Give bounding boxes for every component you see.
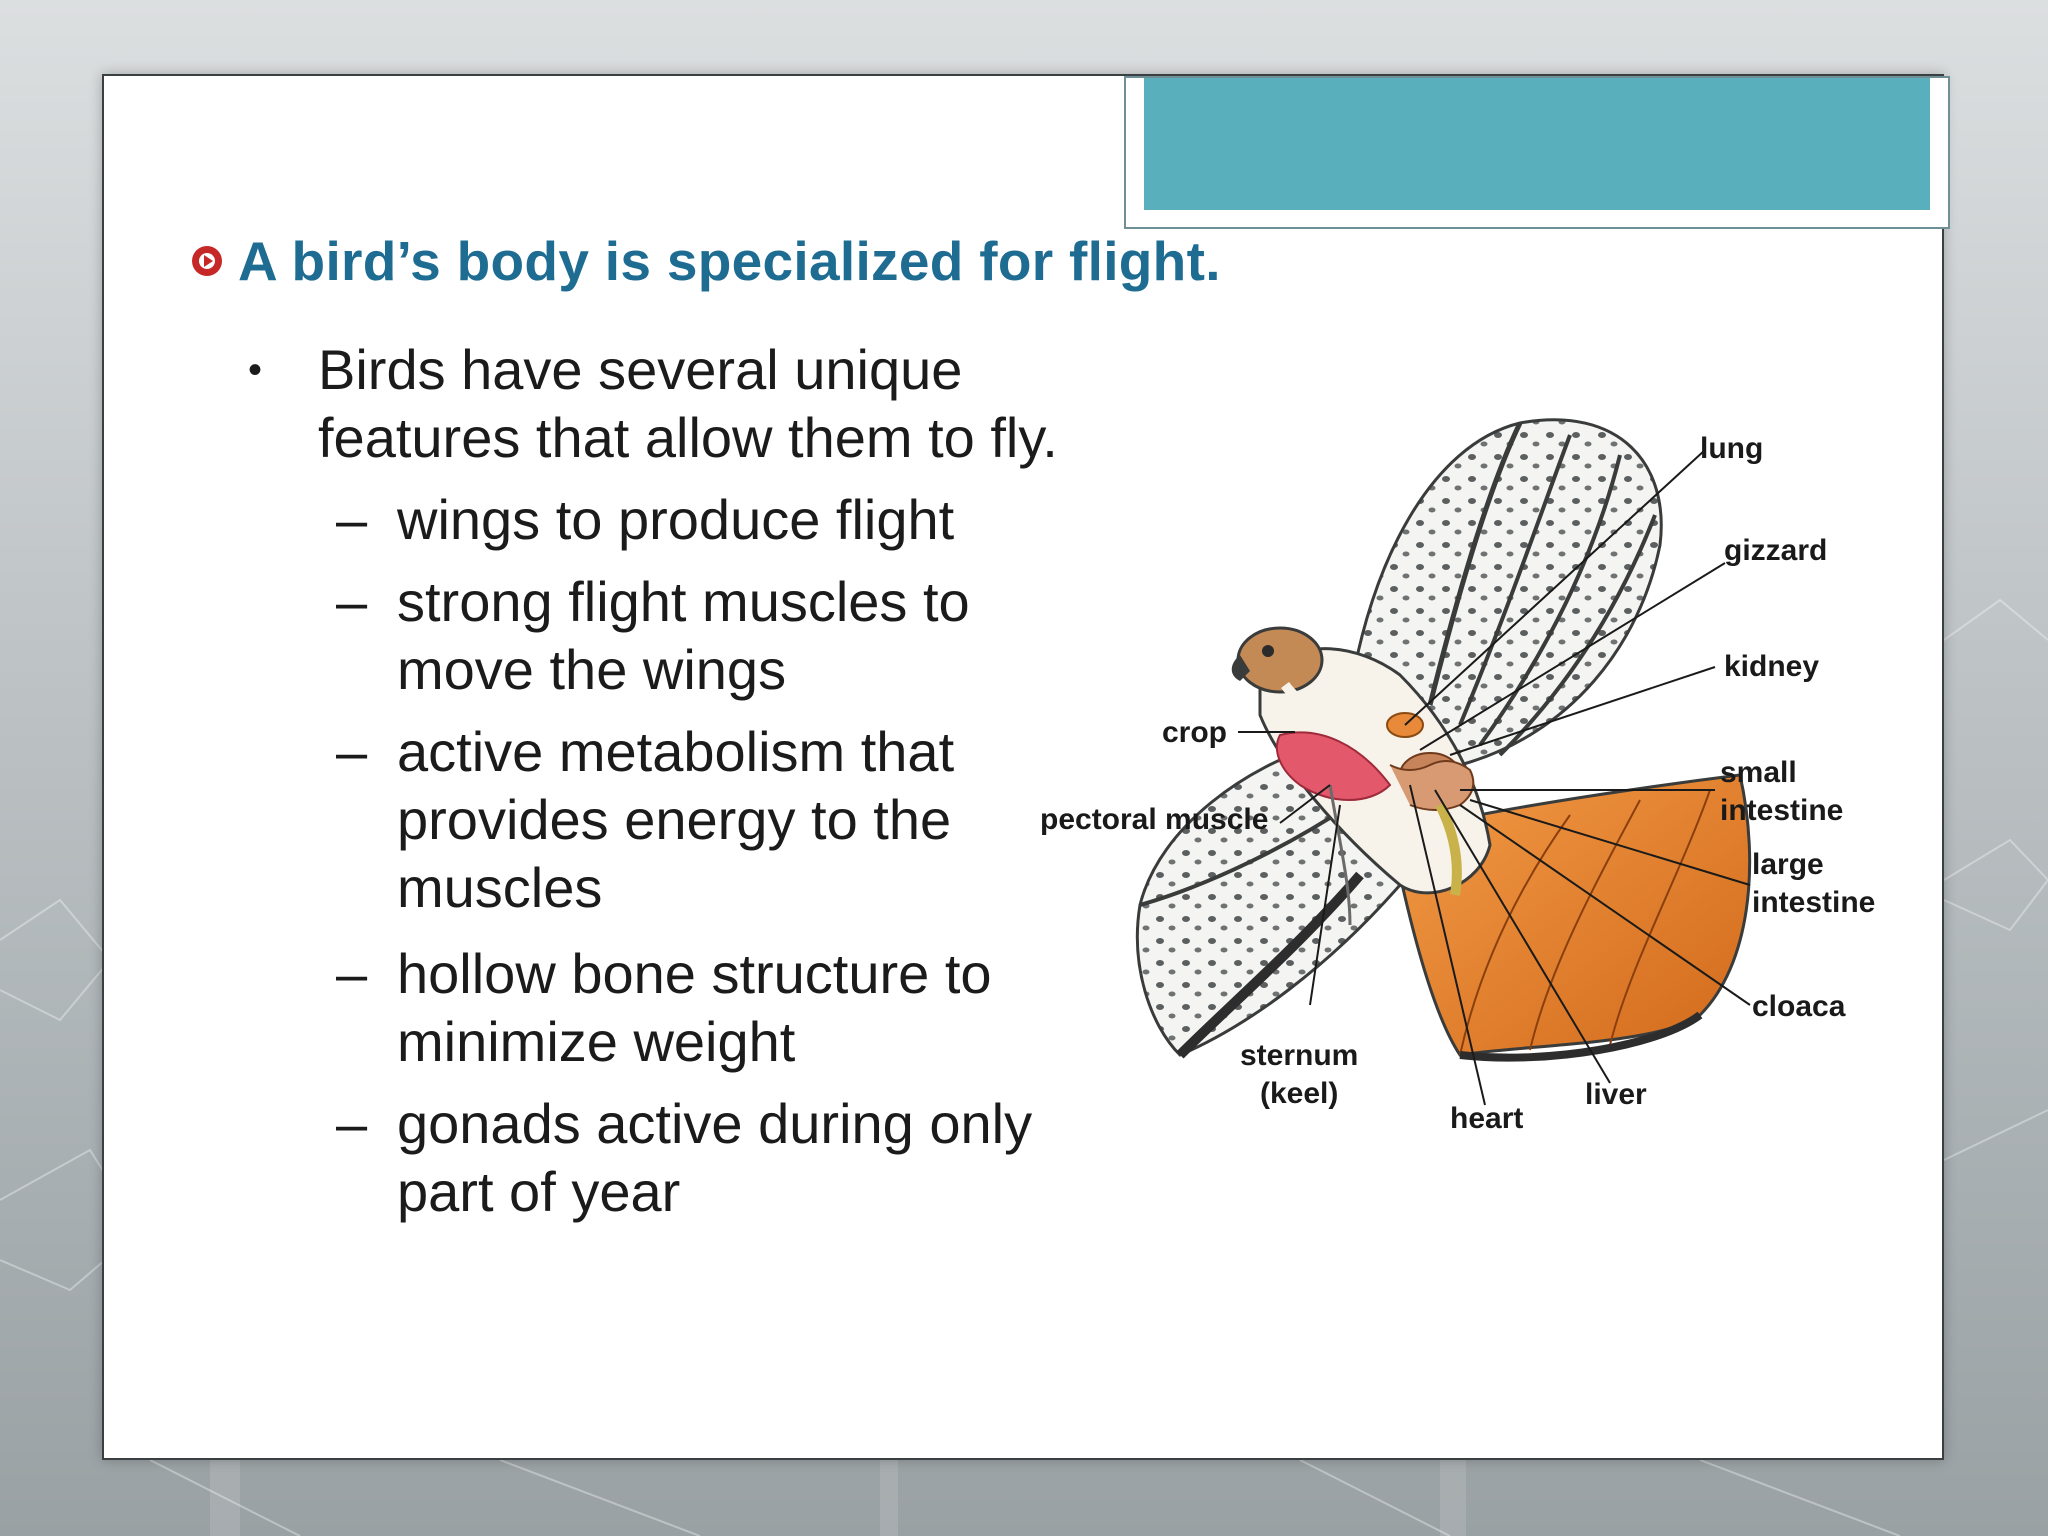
label-line: large xyxy=(1752,848,1824,881)
label-liver: liver xyxy=(1585,1078,1647,1111)
label-sternum: sternum (keel) xyxy=(1240,1037,1358,1113)
sub-item-line: gonads active during only xyxy=(397,1092,1033,1155)
sub-item-wings: wings to produce flight xyxy=(397,486,954,554)
label-line: (keel) xyxy=(1259,1077,1339,1110)
sub-item-line: muscles xyxy=(397,856,603,919)
dash-bullet-icon: – xyxy=(336,720,368,783)
label-gizzard: gizzard xyxy=(1724,534,1828,567)
label-cloaca: cloaca xyxy=(1752,990,1846,1023)
bullet-text-line: features that allow them to fly. xyxy=(318,406,1058,469)
dash-bullet-icon: – xyxy=(336,942,368,1005)
label-lung: lung xyxy=(1700,432,1764,465)
bullet-dot-icon: • xyxy=(248,348,263,392)
sub-item-muscles: strong flight muscles to move the wings xyxy=(397,568,970,704)
dash-bullet-icon: – xyxy=(336,1092,368,1155)
label-crop: crop xyxy=(1162,716,1228,749)
sub-item-metabolism: active metabolism that provides energy t… xyxy=(397,718,954,922)
sub-item-line: part of year xyxy=(397,1160,681,1223)
label-leader-lines xyxy=(1238,449,1751,1106)
sub-item-line: move the wings xyxy=(397,638,787,701)
sub-item-line: wings to produce flight xyxy=(397,488,955,551)
sub-item-line: provides energy to the xyxy=(397,788,952,851)
label-heart: heart xyxy=(1450,1102,1524,1135)
sub-item-line: minimize weight xyxy=(397,1010,796,1073)
bird-head xyxy=(1231,626,1342,717)
label-pectoral-muscle: pectoral muscle xyxy=(1040,803,1269,836)
label-large-intestine: large intestine xyxy=(1752,846,1875,922)
sub-item-line: hollow bone structure to xyxy=(397,942,992,1005)
bullet-text: Birds have several unique features that … xyxy=(318,336,1058,472)
label-small-intestine: small intestine xyxy=(1720,754,1843,830)
sub-item-line: active metabolism that xyxy=(397,720,955,783)
label-line: intestine xyxy=(1720,794,1844,827)
upper-wing xyxy=(1348,418,1663,767)
label-line: intestine xyxy=(1752,886,1876,919)
circle-arrow-bullet-icon xyxy=(192,246,222,276)
bird-anatomy-illustration xyxy=(1135,418,1752,1106)
title-placeholder-frame xyxy=(1124,76,1950,229)
title-placeholder-bar xyxy=(1144,78,1930,210)
slide-heading-row: A bird’s body is specialized for flight. xyxy=(190,226,1221,296)
bullet-text-line: Birds have several unique xyxy=(318,338,963,401)
label-kidney: kidney xyxy=(1724,650,1820,683)
slide xyxy=(102,74,1950,1460)
sub-item-line: strong flight muscles to xyxy=(397,570,970,633)
dash-bullet-icon: – xyxy=(336,488,368,551)
label-line: small xyxy=(1720,756,1797,789)
label-line: sternum xyxy=(1240,1039,1359,1072)
slide-heading: A bird’s body is specialized for flight. xyxy=(238,230,1221,292)
dash-bullet-icon: – xyxy=(336,570,368,633)
sub-item-bones: hollow bone structure to minimize weight xyxy=(397,940,992,1076)
sub-item-gonads: gonads active during only part of year xyxy=(397,1090,1032,1226)
